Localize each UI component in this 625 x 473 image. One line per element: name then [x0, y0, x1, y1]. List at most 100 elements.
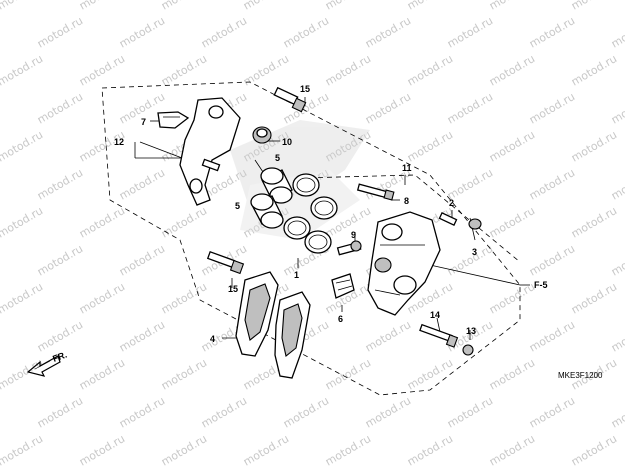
watermark-text: motod.ru [569, 52, 619, 88]
diagram-code: MKE3F1200 [558, 371, 603, 380]
callout-11: 11 [402, 163, 412, 173]
watermark-text: motod.ru [609, 90, 625, 126]
watermark-text: motod.ru [323, 432, 373, 468]
watermark-text: motod.ru [159, 280, 209, 316]
callout-ref-f5: F-5 [534, 280, 548, 290]
pin-part[interactable] [336, 240, 362, 256]
watermark-text: motod.ru [117, 242, 167, 278]
watermark-text: motod.ru [0, 280, 45, 316]
bleeder-valve-part[interactable] [438, 212, 458, 226]
callout-5-upper: 5 [275, 153, 280, 163]
watermark-text: motod.ru [363, 394, 413, 430]
watermark-text: motod.ru [487, 52, 537, 88]
caliper-bracket-part[interactable] [179, 97, 241, 206]
callout-1: 1 [294, 270, 299, 280]
bolt-lower-part[interactable] [206, 250, 245, 275]
watermark-text: motod.ru [35, 394, 85, 430]
watermark-text: motod.ru [117, 318, 167, 354]
watermark-text: motod.ru [405, 0, 455, 13]
watermark-text: motod.ru [241, 0, 291, 13]
pad-spring-part[interactable] [331, 273, 355, 299]
watermark-text: motod.ru [117, 166, 167, 202]
watermark-text: motod.ru [609, 318, 625, 354]
watermark-text: motod.ru [487, 204, 537, 240]
watermark-text: motod.ru [281, 394, 331, 430]
watermark-text: motod.ru [35, 166, 85, 202]
callout-labels: 12 7 15 10 5 5 11 8 9 2 3 1 6 14 13 15 4… [114, 84, 548, 344]
pin-boot-part[interactable] [252, 126, 272, 144]
piston-upper-part[interactable] [260, 167, 293, 204]
callout-10: 10 [282, 137, 292, 147]
watermark-text: motod.ru [117, 14, 167, 50]
watermark-text: motod.ru [445, 394, 495, 430]
watermark-text: motod.ru [405, 432, 455, 468]
watermark-text: motod.ru [35, 90, 85, 126]
brake-pad-inner-part[interactable] [235, 271, 279, 357]
callout-7: 7 [141, 117, 146, 127]
callout-4: 4 [210, 334, 215, 344]
watermark-text: motod.ru [77, 0, 127, 13]
piston-seals-part[interactable] [283, 173, 338, 254]
brake-pad-outer-part[interactable] [274, 291, 311, 379]
watermark-text: motod.ru [527, 242, 577, 278]
watermark-text: motod.ru [77, 52, 127, 88]
watermark-text: motod.ru [117, 394, 167, 430]
watermark-text: motod.ru [77, 432, 127, 468]
slide-pin-part[interactable] [356, 183, 395, 201]
watermark-text: motod.ru [445, 90, 495, 126]
watermark-text: motod.ru [363, 318, 413, 354]
watermark-text: motod.ru [527, 394, 577, 430]
watermark-text: motod.ru [609, 394, 625, 430]
caliper-outline [299, 174, 521, 263]
watermark-text: motod.ru [569, 128, 619, 164]
callout-15-top: 15 [300, 84, 310, 94]
watermark-text: motod.ru [241, 52, 291, 88]
piston-lower-part[interactable] [250, 193, 284, 229]
caliper-body-part[interactable] [367, 211, 441, 316]
watermark-text: motod.ru [0, 0, 45, 13]
watermark-text: motod.ru [487, 356, 537, 392]
watermark-text: motod.ru [323, 52, 373, 88]
callout-3: 3 [472, 247, 477, 257]
retainer-spring-part[interactable] [157, 111, 190, 129]
assembly-outline [101, 81, 521, 396]
watermark-text: motod.ru [159, 0, 209, 13]
watermark-text: motod.ru [527, 318, 577, 354]
front-direction-label: FR. [51, 350, 68, 364]
callout-2: 2 [449, 198, 454, 208]
watermark-text: motod.ru [323, 0, 373, 13]
watermark-text: motod.ru [569, 280, 619, 316]
hole-cap-part[interactable] [462, 344, 474, 356]
watermark-text: motod.ru [569, 0, 619, 13]
watermark-text: motod.ru [323, 356, 373, 392]
callout-6: 6 [338, 314, 343, 324]
watermark-text: motod.ru [609, 14, 625, 50]
callout-13: 13 [466, 326, 476, 336]
watermark-text: motod.ru [159, 52, 209, 88]
watermark-text: motod.ru [159, 432, 209, 468]
watermark-text: motod.ru [0, 204, 45, 240]
watermark-text: motod.ru [405, 356, 455, 392]
watermark-text: motod.ru [0, 52, 45, 88]
callout-8: 8 [404, 196, 409, 206]
watermark-text: motod.ru [363, 90, 413, 126]
bolt-top-part[interactable] [273, 86, 307, 113]
watermark-text: motod.ru [0, 432, 45, 468]
watermark-text: motod.ru [77, 356, 127, 392]
callout-14: 14 [430, 310, 440, 320]
watermark-text: motod.ru [0, 128, 45, 164]
watermark-text: motod.ru [77, 204, 127, 240]
mounting-bolt-part[interactable] [419, 323, 459, 348]
watermark-text: motod.ru [159, 356, 209, 392]
bleeder-cap-part[interactable] [468, 218, 482, 230]
watermark-text: motod.ru [569, 432, 619, 468]
watermark-text: motod.ru [363, 14, 413, 50]
watermark-text: motod.ru [445, 242, 495, 278]
watermark-text: motod.ru [159, 204, 209, 240]
watermark-text: motod.ru [569, 204, 619, 240]
watermark-text: motod.ru [445, 14, 495, 50]
watermark-text: motod.ru [609, 242, 625, 278]
watermark-text: motod.ru [35, 318, 85, 354]
watermark-text: motod.ru [487, 0, 537, 13]
callout-5-lower: 5 [235, 201, 240, 211]
